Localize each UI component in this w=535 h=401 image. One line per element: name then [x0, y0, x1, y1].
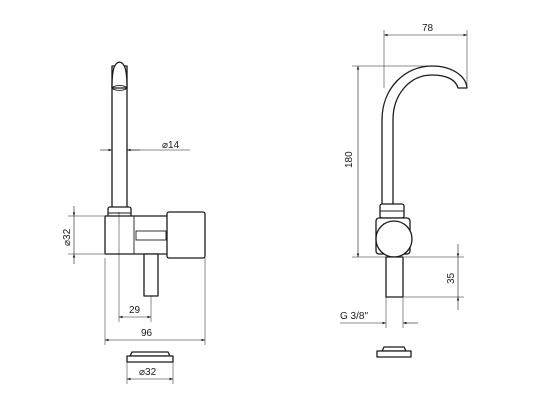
side-view [375, 65, 468, 298]
side-base-washer [376, 346, 412, 358]
front-spout-tip [111, 61, 128, 89]
side-spout [381, 65, 468, 207]
dim-thread: G 3/8" [340, 311, 368, 322]
side-dimensions: 78 180 35 G 3/8" [340, 23, 468, 328]
front-handle [166, 211, 206, 259]
dim-spout-diameter: ⌀14 [162, 140, 180, 151]
side-shank [385, 256, 404, 298]
front-spout-opening [112, 85, 127, 91]
front-body [104, 215, 171, 255]
dim-outlet-offset: 29 [129, 305, 141, 316]
side-handle [375, 220, 413, 258]
dim-shank-length: 35 [446, 272, 457, 284]
dim-total-height: 180 [344, 151, 355, 168]
front-dimensions: ⌀14 ⌀32 29 96 [62, 140, 206, 345]
dim-base-diameter: ⌀32 [139, 367, 157, 378]
front-base-washer: ⌀32 [126, 351, 174, 384]
dim-spout-reach: 78 [422, 23, 434, 34]
front-shank [143, 253, 159, 297]
dim-total-width: 96 [141, 328, 153, 339]
dim-body-diameter: ⌀32 [62, 228, 73, 246]
front-view [104, 61, 206, 297]
